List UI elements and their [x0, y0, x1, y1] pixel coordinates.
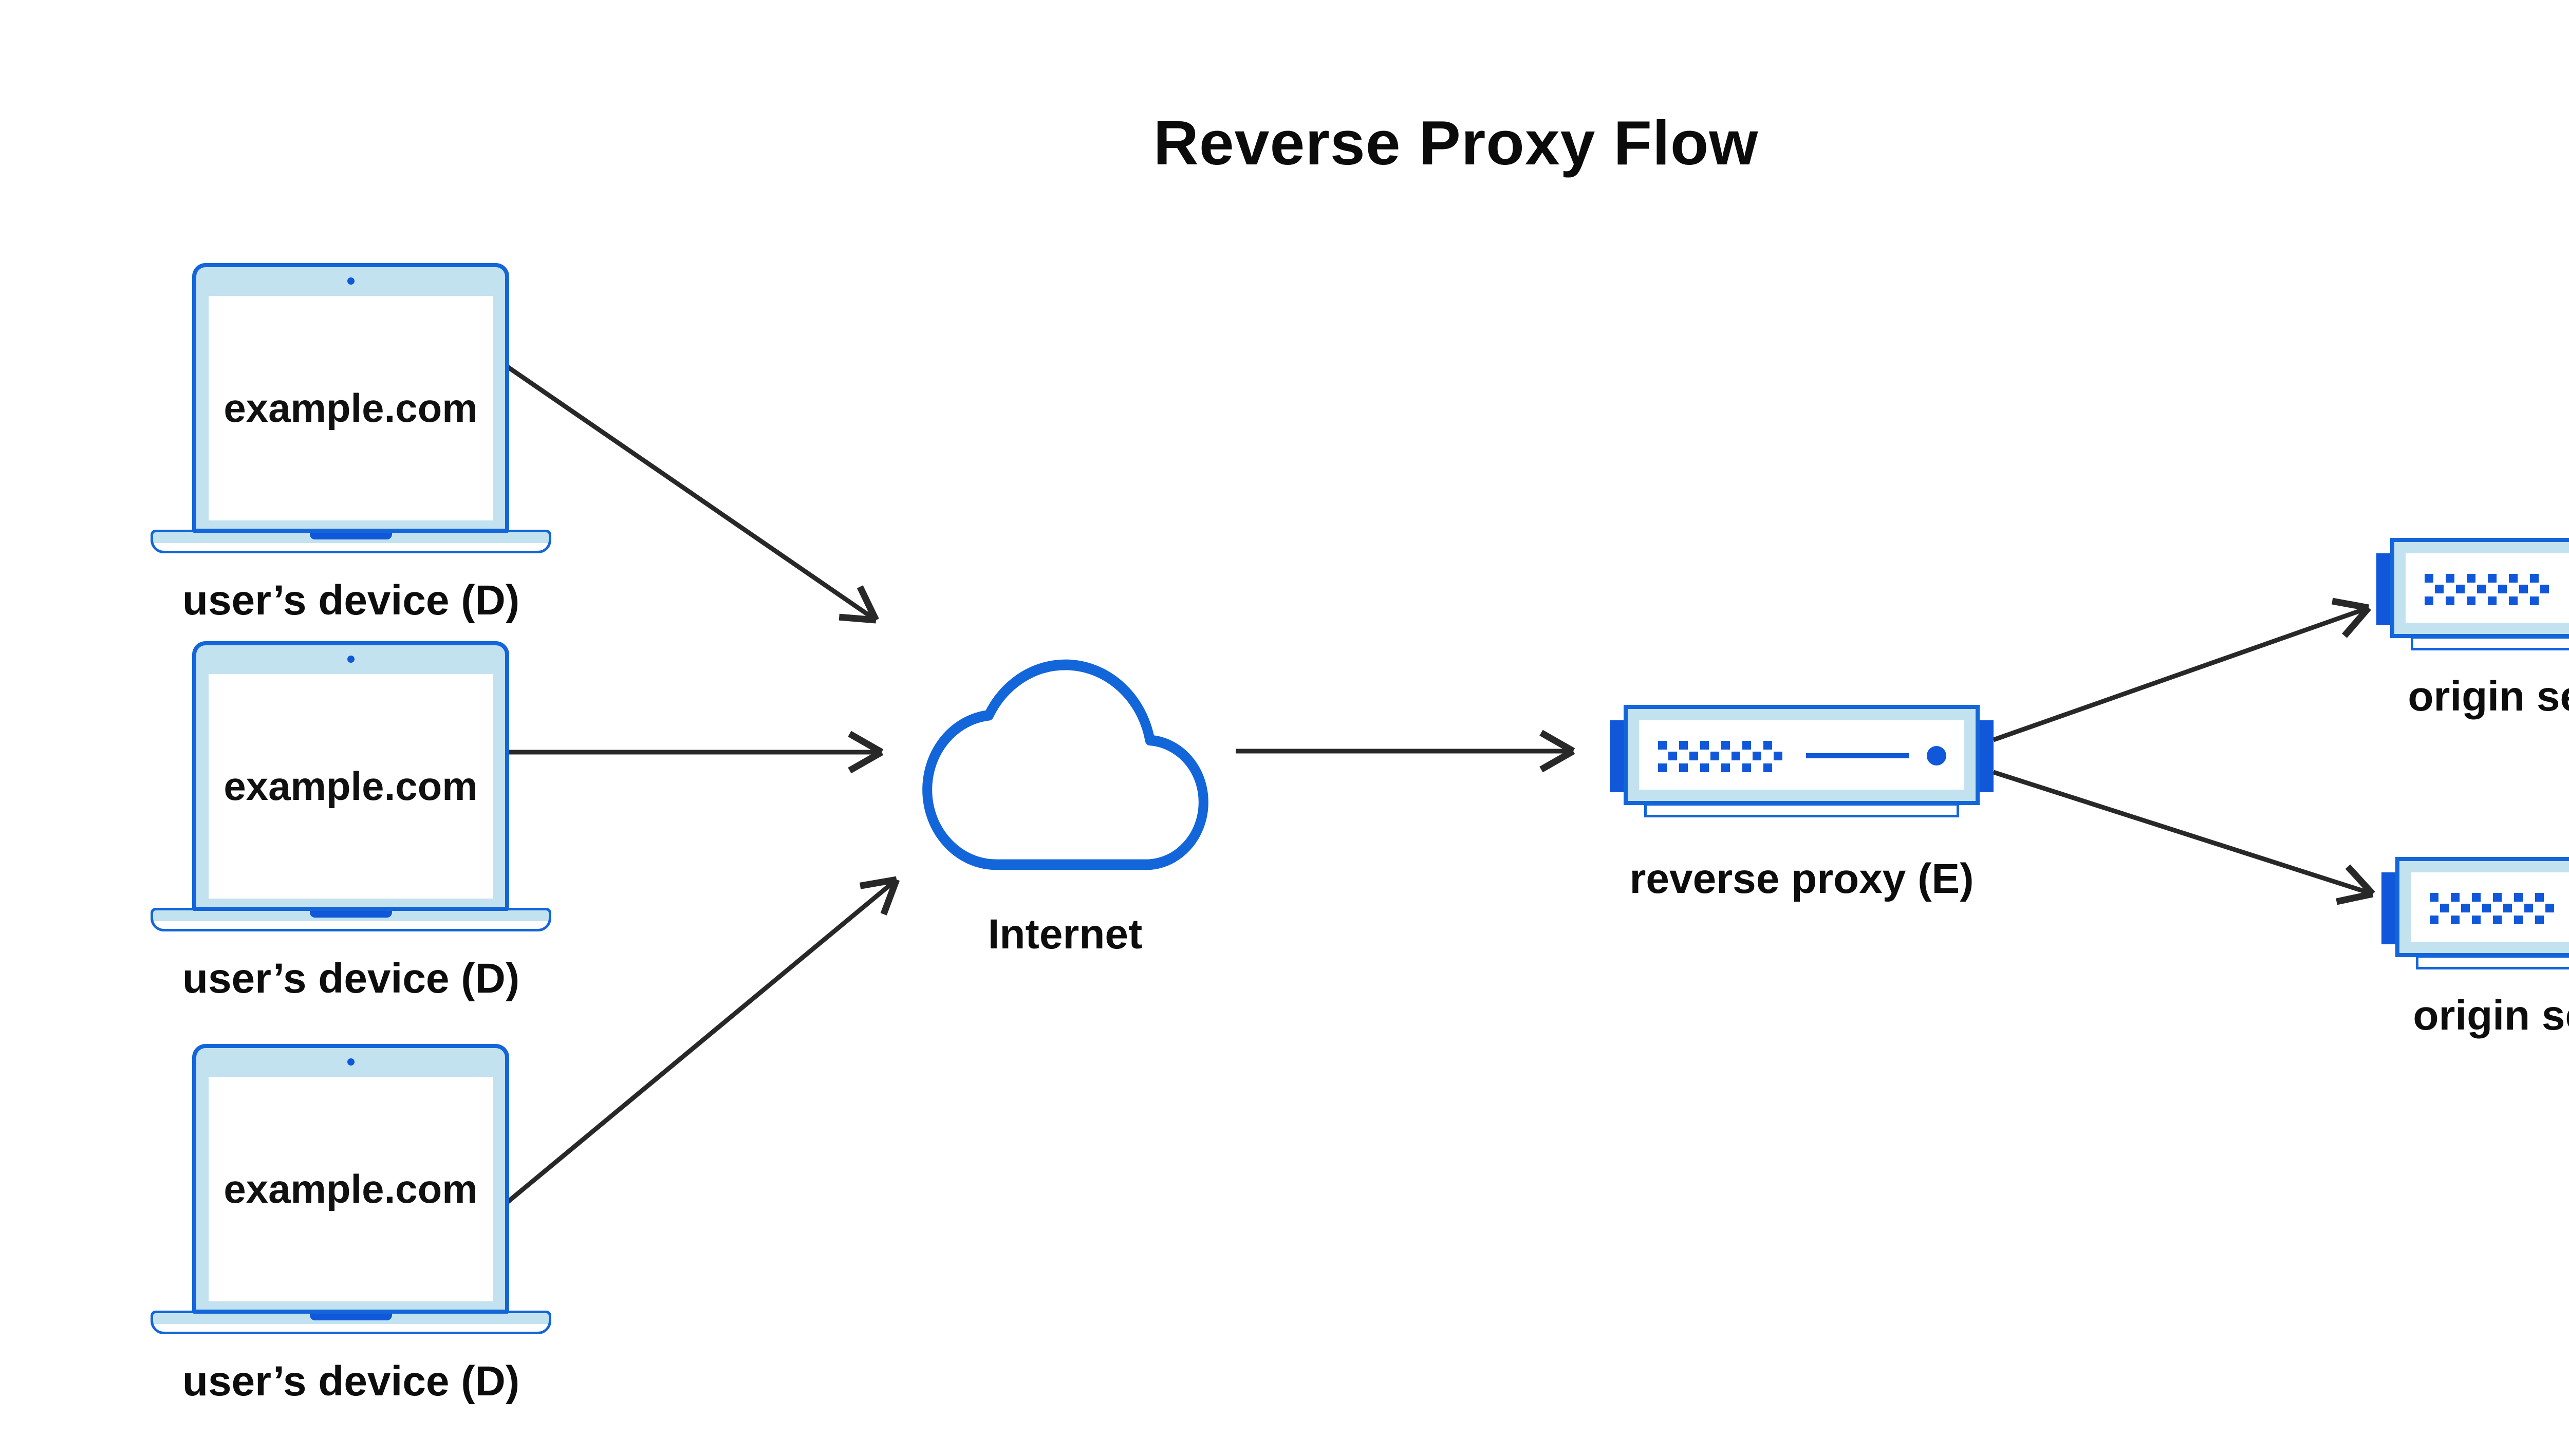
server-icon [2390, 538, 2569, 638]
server-tab-right [1980, 720, 1994, 792]
server-tab-left [2376, 553, 2390, 625]
server-tab-left [2381, 872, 2395, 944]
user-device-3-label: user’s device (D) [182, 1358, 520, 1405]
origin-server-1 [2376, 538, 2569, 650]
arrow-reverse-proxy-to-origin-server-2 [1993, 770, 2375, 905]
server-led-icon [1927, 746, 1946, 766]
arrow-internet-to-reverse-proxy [1236, 730, 1575, 773]
origin-server-2-label: origin server (F) [2413, 992, 2569, 1039]
user-device-2: example.com [151, 641, 551, 935]
laptop-notch [310, 1313, 392, 1320]
internet-label: Internet [988, 911, 1143, 958]
device-screen-url: example.com [224, 1166, 478, 1211]
diagram-title: Reverse Proxy Flow [1153, 108, 1759, 178]
laptop-notch [310, 910, 392, 918]
device-screen-url: example.com [224, 763, 478, 809]
server-slot-line [1806, 753, 1909, 758]
arrow-user-device-1-to-internet [503, 363, 879, 624]
camera-dot-icon [347, 277, 355, 285]
device-screen-url: example.com [224, 385, 478, 431]
laptop-icon: example.com [192, 641, 509, 911]
camera-dot-icon [347, 1058, 355, 1066]
server-icon [2395, 857, 2569, 957]
server-tab-left [1610, 720, 1624, 792]
reverse-proxy-label: reverse proxy (E) [1629, 855, 1974, 902]
server-foot [1644, 803, 1959, 817]
laptop-icon: example.com [192, 1044, 509, 1314]
server-vent-dots [1658, 741, 1786, 772]
server-foot [2411, 636, 2569, 650]
server-vent-dots [2430, 893, 2558, 924]
laptop-icon: example.com [192, 263, 509, 533]
user-device-1-label: user’s device (D) [182, 577, 520, 624]
server-foot [2416, 955, 2569, 969]
origin-server-2 [2381, 857, 2569, 969]
arrow-reverse-proxy-to-origin-server-1 [1993, 598, 2371, 742]
origin-server-1-label: origin server (F) [2408, 673, 2569, 720]
server-icon [1624, 705, 1980, 805]
laptop-notch [310, 532, 392, 539]
user-device-1: example.com [151, 263, 551, 556]
internet-cloud-icon [922, 659, 1208, 870]
reverse-proxy [1610, 705, 1994, 817]
arrow-user-device-2-to-internet [505, 731, 884, 774]
user-device-3: example.com [151, 1044, 551, 1337]
user-device-2-label: user’s device (D) [182, 955, 520, 1002]
arrow-user-device-3-to-internet [501, 876, 900, 1208]
server-vent-dots [2425, 574, 2553, 605]
camera-dot-icon [347, 656, 355, 663]
